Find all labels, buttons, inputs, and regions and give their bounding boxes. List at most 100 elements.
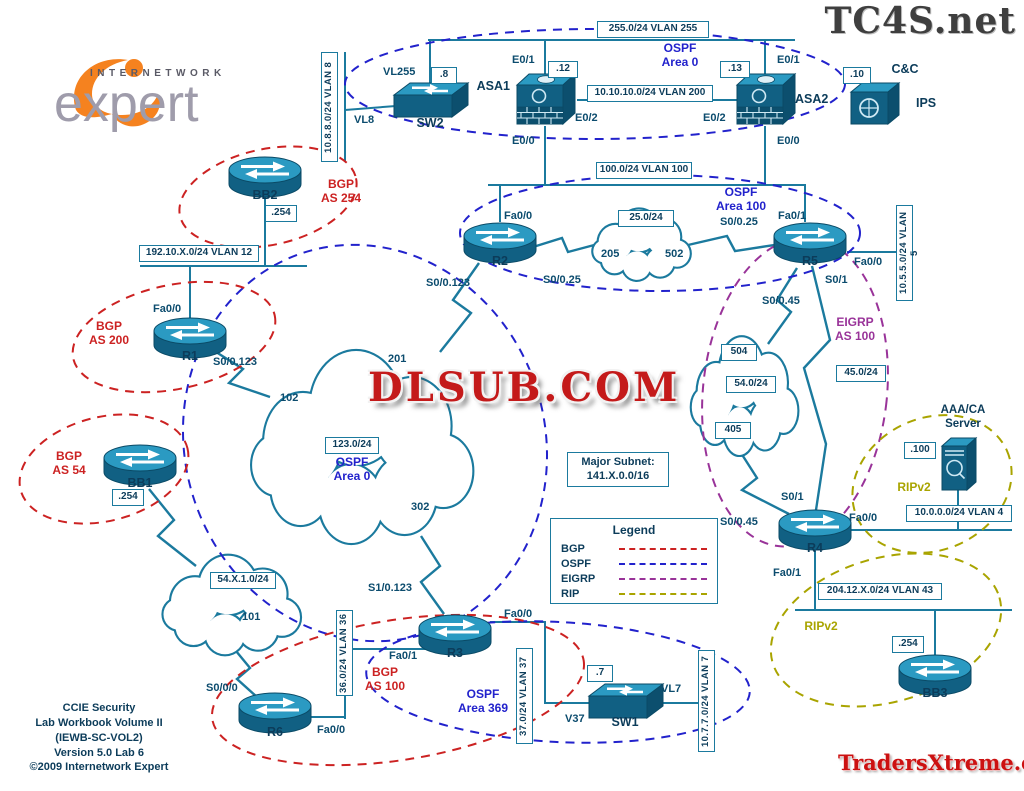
subnet-box-vlan43: 204.12.X.0/24 VLAN 43 [818, 583, 942, 600]
legend-row-eigrp: EIGRP [561, 571, 707, 586]
ip-box-asa1: .12 [548, 61, 578, 78]
footer-line1: CCIE Security [62, 702, 136, 714]
ips-sensor-icon [850, 82, 900, 125]
ip-box-aaa: .100 [904, 442, 936, 459]
if-label-r3-fa00: Fa0/0 [504, 608, 533, 620]
device-label-cc: C&C [891, 62, 919, 76]
ip-box-bb1: .254 [112, 489, 144, 506]
if-label-sw1-vl7: VL7 [661, 683, 682, 695]
subnet-box-vlan37: 37.0/24 VLAN 37 [516, 648, 533, 744]
device-label-ips: IPS [916, 96, 937, 110]
device-label-sw2: SW2 [416, 116, 444, 130]
dlci-label-502: 502 [665, 248, 684, 260]
dlci-label-302: 302 [411, 501, 430, 513]
eigrp-as100-ellipse [701, 236, 889, 548]
if-label-sw2-vl255: VL255 [383, 66, 416, 78]
proto-line: AS 200 [88, 332, 130, 347]
protocol-label-ripv2-bottom: RIPv2 [804, 619, 838, 633]
workbook-footer: CCIE Security Lab Workbook Volume II (IE… [10, 701, 188, 775]
watermark-dlsub: DLSUB.COM [368, 364, 681, 411]
major-subnet-box: Major Subnet: 141.X.0.0/16 [567, 452, 669, 487]
protocol-label-bgp-as254: BGP AS 254 [306, 177, 376, 206]
subnet-box-123: 123.0/24 [325, 437, 379, 454]
if-label-asa1-e00: E0/0 [512, 135, 535, 147]
if-label-r3-s10123: S1/0.123 [368, 582, 413, 594]
device-label-bb3: BB3 [922, 686, 948, 700]
if-label-r5-fa01: Fa0/1 [778, 210, 807, 222]
proto-line: Area 100 [715, 198, 767, 213]
legend-row-ospf: OSPF [561, 556, 707, 571]
device-label-r2: R2 [492, 254, 508, 268]
protocol-label-ripv2-right: RIPv2 [897, 480, 931, 494]
ripv2-right-ellipse [851, 414, 1013, 554]
ospf-area369-ellipse [365, 620, 751, 744]
legend-label-eigrp: EIGRP [561, 572, 596, 585]
proto-line: BGP [95, 319, 122, 333]
legend-label-rip: RIP [561, 587, 580, 600]
legend-line-bgp [619, 547, 707, 550]
logo-wordmark-top: INTERNETWORK [90, 68, 226, 79]
protocol-label-ospf-area0-mid: OSPF Area 0 [317, 455, 387, 484]
device-label-bb2: BB2 [252, 188, 278, 202]
protocol-areas [18, 28, 1013, 767]
if-label-r1-fa00: Fa0/0 [153, 303, 182, 315]
ip-box-bb3: .254 [892, 636, 924, 653]
proto-line: BGP [371, 665, 398, 679]
bgp-as100-ellipse [210, 613, 586, 767]
subnet-box-25: 25.0/24 [618, 210, 674, 227]
proto-line: OSPF [335, 455, 369, 469]
if-label-asa1-e02: E0/2 [575, 112, 598, 124]
cloud-54x1 [161, 554, 302, 656]
device-label-aaa-server: AAA/CA Server [930, 404, 996, 432]
ripv2-bottom-ellipse [769, 552, 1003, 708]
ip-box-sw1: .7 [587, 665, 613, 682]
device-label-asa2: ASA2 [795, 92, 829, 106]
aaa-server-icon [941, 437, 977, 491]
firewall-asa2-icon [736, 73, 796, 125]
dlci-box-504: 504 [721, 344, 757, 361]
internetwork-expert-logo: INTERNETWORK expert [38, 48, 288, 148]
proto-line: BGP [327, 177, 354, 191]
dlci-label-101: 101 [242, 611, 261, 623]
subnet-box-vlan8: 10.8.8.0/24 VLAN 8 [321, 52, 338, 162]
if-label-r3-fa01: Fa0/1 [389, 650, 418, 662]
legend-label-bgp: BGP [561, 542, 585, 555]
device-label-r3: R3 [447, 646, 463, 660]
proto-line: OSPF [663, 41, 697, 55]
subnet-box-54x1: 54.X.1.0/24 [210, 572, 276, 589]
protocol-label-bgp-as200: BGP AS 200 [74, 319, 144, 348]
subnet-box-vlan5: 10.5.5.0/24 VLAN 5 [896, 205, 920, 301]
ospf-area0-mid-ellipse [181, 243, 549, 643]
if-label-asa2-e02: E0/2 [703, 112, 726, 124]
dlci-box-405: 405 [715, 422, 751, 439]
switch-sw1-icon [588, 683, 664, 719]
proto-line: BGP [55, 449, 82, 463]
legend-row-bgp: BGP [561, 541, 707, 556]
if-label-r4-fa01: Fa0/1 [773, 567, 802, 579]
protocol-label-ospf-area0-top: OSPF Area 0 [645, 41, 715, 70]
serial-links [148, 234, 832, 698]
bgp-as200-ellipse [71, 280, 277, 394]
major-subnet-line1: Major Subnet: [581, 456, 655, 468]
subnet-box-vlan4: 10.0.0.0/24 VLAN 4 [906, 505, 1012, 522]
subnet-box-vlan100: 100.0/24 VLAN 100 [596, 162, 692, 179]
if-label-sw1-v37: V37 [565, 713, 585, 725]
if-label-asa1-e01: E0/1 [512, 54, 535, 66]
if-label-r5-s0045: S0/0.45 [762, 295, 800, 307]
dlci-label-102: 102 [280, 392, 299, 404]
footer-line3: (IEWB-SC-VOL2) [55, 731, 143, 744]
dlci-label-205: 205 [601, 248, 620, 260]
footer-line4: Version 5.0 Lab 6 [54, 746, 144, 759]
proto-line: AS 54 [52, 462, 86, 477]
if-label-r2-fa00: Fa0/0 [504, 210, 533, 222]
if-label-r5-s0025: S0/0.25 [720, 216, 758, 228]
protocol-label-bgp-as54: BGP AS 54 [34, 449, 104, 478]
if-label-r1-s00123: S0/0.123 [213, 356, 258, 368]
legend-line-ospf [619, 562, 707, 565]
footer-line5: ©2009 Internetwork Expert [29, 761, 169, 774]
if-label-r5-fa00: Fa0/0 [854, 256, 883, 268]
ip-box-sw2: .8 [431, 67, 457, 84]
if-label-r5-s01: S0/1 [825, 274, 848, 286]
dlci-label-201: 201 [388, 353, 407, 365]
